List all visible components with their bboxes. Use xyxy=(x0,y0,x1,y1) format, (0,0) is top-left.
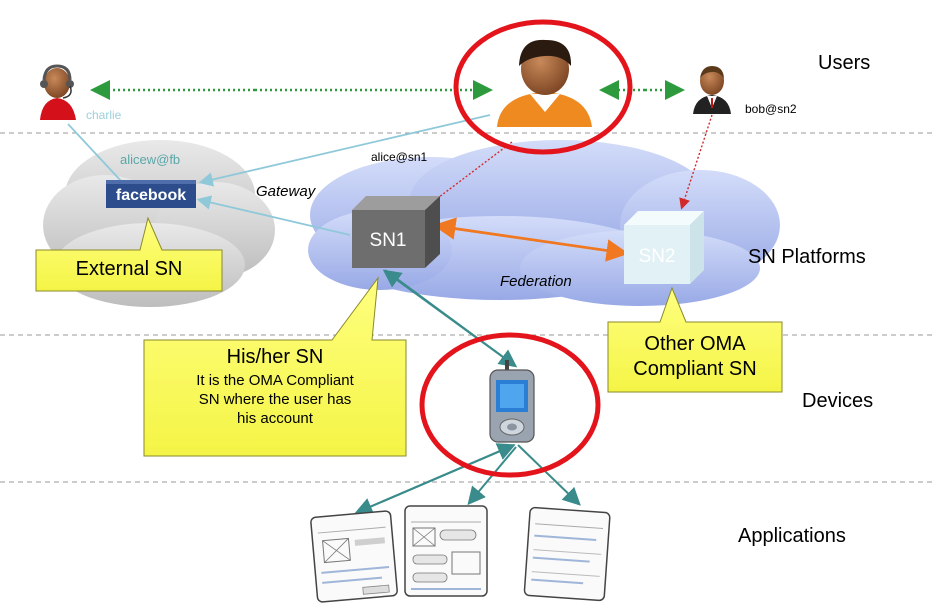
his-her-sn-callout xyxy=(143,276,407,457)
alice-fb-label: alicew@fb xyxy=(120,152,181,167)
charlie-avatar-icon xyxy=(40,64,76,120)
device-app-link-1-back xyxy=(357,443,516,513)
other-oma-callout xyxy=(607,286,783,393)
layer-devices: Devices xyxy=(802,390,874,412)
bob-to-sn2-link xyxy=(679,114,713,210)
federation-link-back xyxy=(433,217,625,255)
application-mockup-1 xyxy=(310,510,398,603)
external-sn-callout xyxy=(35,216,223,292)
sn1-node: SN1 xyxy=(352,196,440,268)
sn2-node: SN2 xyxy=(624,211,704,284)
his-her-sn-title: His/her SN xyxy=(226,346,324,368)
bob-avatar-icon xyxy=(693,66,731,114)
bob-label: bob@sn2 xyxy=(745,102,797,116)
device-app-link-3 xyxy=(517,444,581,506)
his-her-sn-line-2: SN where the user has xyxy=(198,391,352,408)
external-sn-callout-text: External SN xyxy=(75,258,183,280)
main-user-avatar-icon xyxy=(497,39,592,127)
mobile-device-icon xyxy=(489,360,535,443)
device-sn1-link xyxy=(382,269,515,366)
layer-users: Users xyxy=(818,52,871,74)
other-oma-line-1: Other OMA xyxy=(644,333,746,355)
facebook-logo-text: facebook xyxy=(116,187,186,204)
federation-label: Federation xyxy=(500,273,572,290)
his-her-sn-line-1: It is the OMA Compliant xyxy=(196,372,354,389)
layer-sn-platforms: SN Platforms xyxy=(748,246,866,268)
his-her-sn-line-3: his account xyxy=(237,410,313,427)
facebook-logo: facebook xyxy=(106,180,196,208)
sn1-to-facebook-link xyxy=(196,195,351,236)
device-highlight-ring xyxy=(419,332,601,478)
charlie-label: charlie xyxy=(86,108,122,122)
user-highlight-ring xyxy=(453,19,633,155)
charlie-to-facebook-link xyxy=(67,123,123,183)
sn1-label: SN1 xyxy=(370,230,407,251)
user-to-facebook-link xyxy=(198,114,491,187)
sn2-label: SN2 xyxy=(639,246,676,267)
gateway-label: Gateway xyxy=(256,183,316,200)
layer-applications: Applications xyxy=(738,525,846,547)
application-mockup-2 xyxy=(404,505,488,597)
application-mockup-3 xyxy=(523,506,611,602)
alice-sn1-label: alice@sn1 xyxy=(371,150,428,164)
other-oma-line-2: Compliant SN xyxy=(633,358,757,380)
